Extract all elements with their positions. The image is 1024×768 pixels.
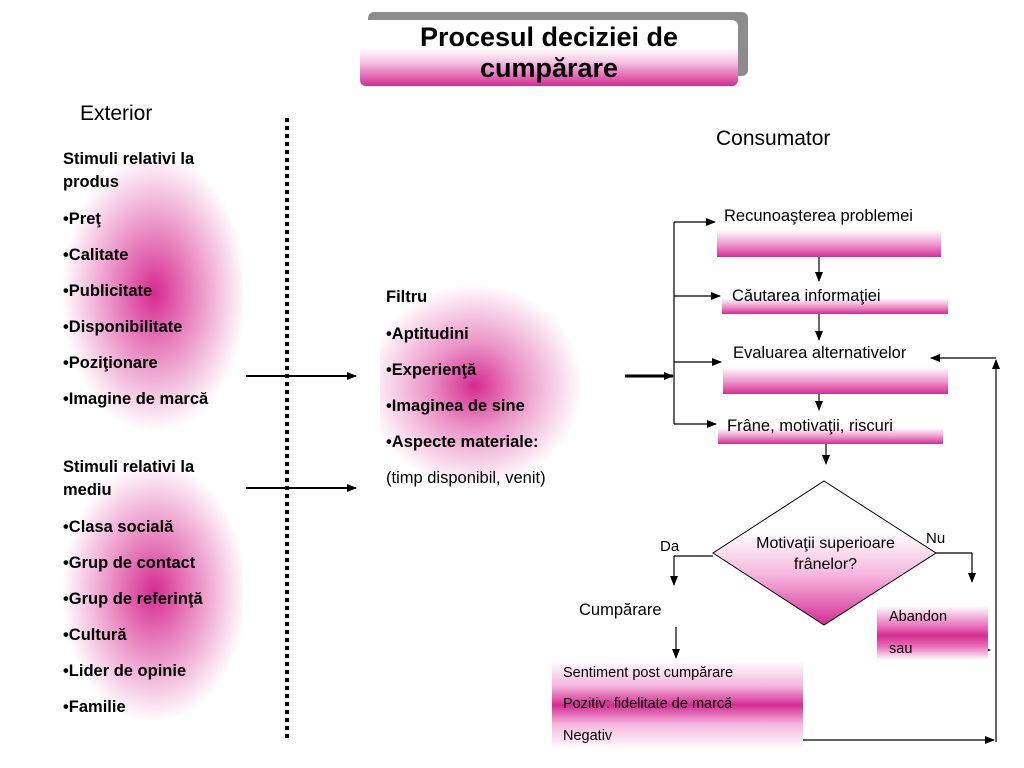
filter-item: •Aptitudini bbox=[386, 325, 469, 343]
yes-label: Da bbox=[660, 538, 680, 555]
product-stimuli-title: Stimuli relativi la produs bbox=[63, 150, 195, 191]
product-stimulus-item: •Calitate bbox=[63, 246, 129, 264]
product-stimulus-item: •Imagine de marcă bbox=[63, 390, 209, 408]
environment-stimuli-block: Stimuli relativi la mediu •Clasa socială… bbox=[58, 456, 243, 728]
step-information-search: Căutarea informaţiei bbox=[722, 283, 948, 314]
environment-stimulus-item: •Familie bbox=[63, 698, 126, 716]
product-stimuli-block: Stimuli relativi la produs •Preţ •Calita… bbox=[58, 148, 243, 438]
environment-stimuli-glow bbox=[58, 456, 243, 728]
decision-diamond bbox=[712, 480, 937, 626]
consumer-heading: Consumator bbox=[716, 127, 831, 150]
abandon-label: Abandon bbox=[889, 609, 948, 625]
diagram-title: Procesul deciziei de cumpărare bbox=[360, 20, 738, 86]
step-brakes-motivations-label: Frâne, motivaţii, riscuri bbox=[727, 417, 893, 435]
product-stimulus-item: •Preţ bbox=[63, 210, 101, 228]
product-stimulus-item: •Publicitate bbox=[63, 282, 153, 300]
decision-label: Motivaţii superioare frânelor? bbox=[756, 535, 895, 573]
step-brakes-motivations: Frâne, motivaţii, riscuri bbox=[718, 413, 943, 444]
post-purchase-label: Sentiment post cumpărare bbox=[563, 665, 734, 681]
product-stimulus-item: •Disponibilitate bbox=[63, 318, 183, 336]
step-information-search-label: Căutarea informaţiei bbox=[732, 287, 881, 305]
environment-stimuli-title: Stimuli relativi la mediu bbox=[63, 458, 195, 499]
filter-note: (timp disponibil, venit) bbox=[386, 469, 546, 487]
abandon-box bbox=[877, 606, 988, 660]
environment-stimulus-item: •Clasa socială bbox=[63, 518, 174, 536]
product-stimulus-item: •Poziţionare bbox=[63, 354, 158, 372]
step-problem-recognition: Recunoaşterea problemei bbox=[717, 205, 941, 257]
filter-title: Filtru bbox=[386, 288, 428, 306]
filter-block: Filtru •Aptitudini •Experienţă •Imaginea… bbox=[380, 285, 590, 495]
filter-item: •Aspecte materiale: bbox=[386, 433, 539, 451]
exterior-heading: Exterior bbox=[80, 102, 153, 125]
no-label: Nu bbox=[926, 530, 946, 547]
filter-item: •Experienţă bbox=[386, 361, 477, 379]
environment-stimulus-item: •Cultură bbox=[63, 626, 127, 644]
environment-stimulus-item: •Grup de referinţă bbox=[63, 590, 203, 608]
post-purchase-box bbox=[552, 661, 803, 749]
or-label: sau bbox=[889, 641, 913, 657]
diagram-title-text: Procesul deciziei de cumpărare bbox=[419, 22, 679, 83]
step-evaluate-alternatives-label: Evaluarea alternativelor bbox=[733, 344, 907, 362]
product-stimuli-glow bbox=[58, 148, 243, 438]
environment-stimulus-item: •Lider de opinie bbox=[63, 662, 187, 680]
filter-item: •Imaginea de sine bbox=[386, 397, 525, 415]
step-problem-recognition-label: Recunoaşterea problemei bbox=[724, 207, 913, 225]
filter-glow bbox=[380, 285, 590, 495]
purchase-label: Cumpărare bbox=[579, 601, 662, 619]
positive-label: Pozitiv: fidelitate de marcă bbox=[563, 696, 733, 712]
negative-label: Negativ bbox=[563, 728, 613, 744]
step-evaluate-alternatives: Evaluarea alternativelor bbox=[723, 342, 948, 394]
environment-stimulus-item: •Grup de contact bbox=[63, 554, 196, 572]
